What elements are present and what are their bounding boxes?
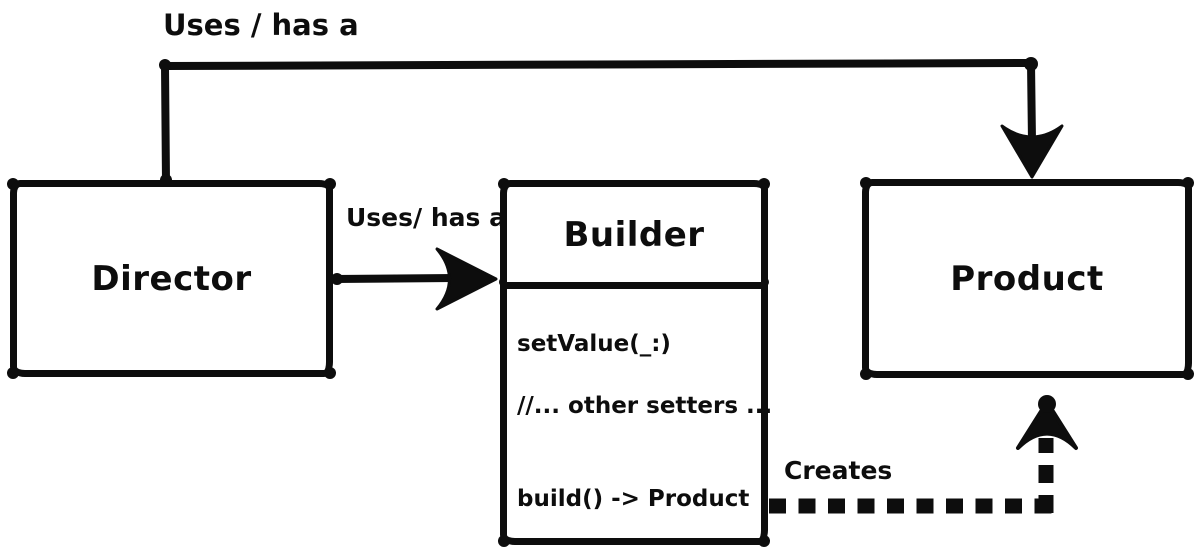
method-other-setters-comment: //... other setters ... — [517, 393, 773, 419]
edge-label-creates: Creates — [784, 456, 893, 485]
method-setvalue: setValue(_:) — [517, 331, 671, 357]
class-title-builder: Builder — [507, 187, 761, 289]
edge-director-builder-line — [330, 274, 459, 283]
class-box-builder: Builder setValue(_:) //... other setters… — [500, 180, 772, 545]
edge-label-uses-has-a-mid: Uses/ has a — [346, 203, 506, 232]
class-title-director: Director — [91, 258, 252, 299]
class-box-director: Director — [10, 180, 333, 377]
builder-methods-compartment: setValue(_:) //... other setters ... bui… — [507, 289, 772, 538]
edge-label-uses-has-a-top: Uses / has a — [163, 8, 359, 42]
arrowhead-up-icon — [1016, 395, 1078, 450]
method-build: build() -> Product — [517, 486, 750, 512]
class-title-product: Product — [950, 258, 1104, 299]
class-box-product: Product — [862, 179, 1192, 378]
edge-director-product-line — [161, 59, 1036, 186]
arrowhead-down-icon — [1000, 124, 1064, 179]
arrowhead-right-icon — [435, 247, 498, 311]
